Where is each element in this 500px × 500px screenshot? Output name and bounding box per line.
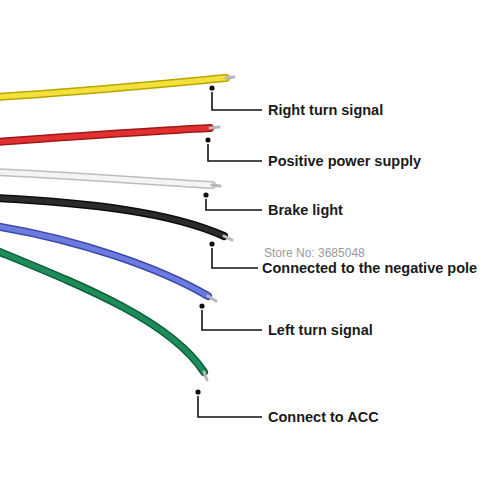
leader-line	[198, 396, 262, 417]
red-wire	[0, 128, 210, 142]
leader-line	[206, 199, 262, 210]
leader-dot	[196, 390, 200, 394]
leader-dot	[210, 242, 214, 246]
leader-dot	[200, 304, 204, 308]
wire-label: Left turn signal	[268, 321, 493, 339]
leader-line	[208, 144, 262, 161]
wire-tip	[226, 77, 234, 78]
wire-tip	[210, 127, 219, 128]
wire-label: Positive power supply	[268, 152, 493, 170]
wire-label: Right turn signal	[268, 101, 493, 119]
wire-tip	[208, 296, 216, 301]
yellow-wire	[0, 78, 226, 97]
wire-tip	[224, 236, 232, 240]
leader-line	[212, 248, 258, 268]
wire-label: Connect to ACC	[268, 408, 493, 426]
white-wire	[0, 172, 212, 185]
watermark: Store No: 3685048	[264, 244, 414, 262]
leader-dot	[206, 138, 210, 142]
wire-outline	[0, 128, 210, 142]
leader-line	[202, 310, 262, 330]
green-wire	[0, 250, 204, 372]
wire-outline	[0, 172, 212, 185]
leader-dot	[210, 86, 214, 90]
wire-outline	[0, 250, 204, 372]
wire-label: Brake light	[268, 201, 493, 219]
leader-line	[212, 92, 262, 110]
wire-tip	[212, 185, 220, 186]
wire-tip	[204, 372, 207, 380]
wire-outline	[0, 78, 226, 97]
wire-label: Connected to the negative pole	[262, 259, 498, 277]
leader-dot	[204, 193, 208, 197]
